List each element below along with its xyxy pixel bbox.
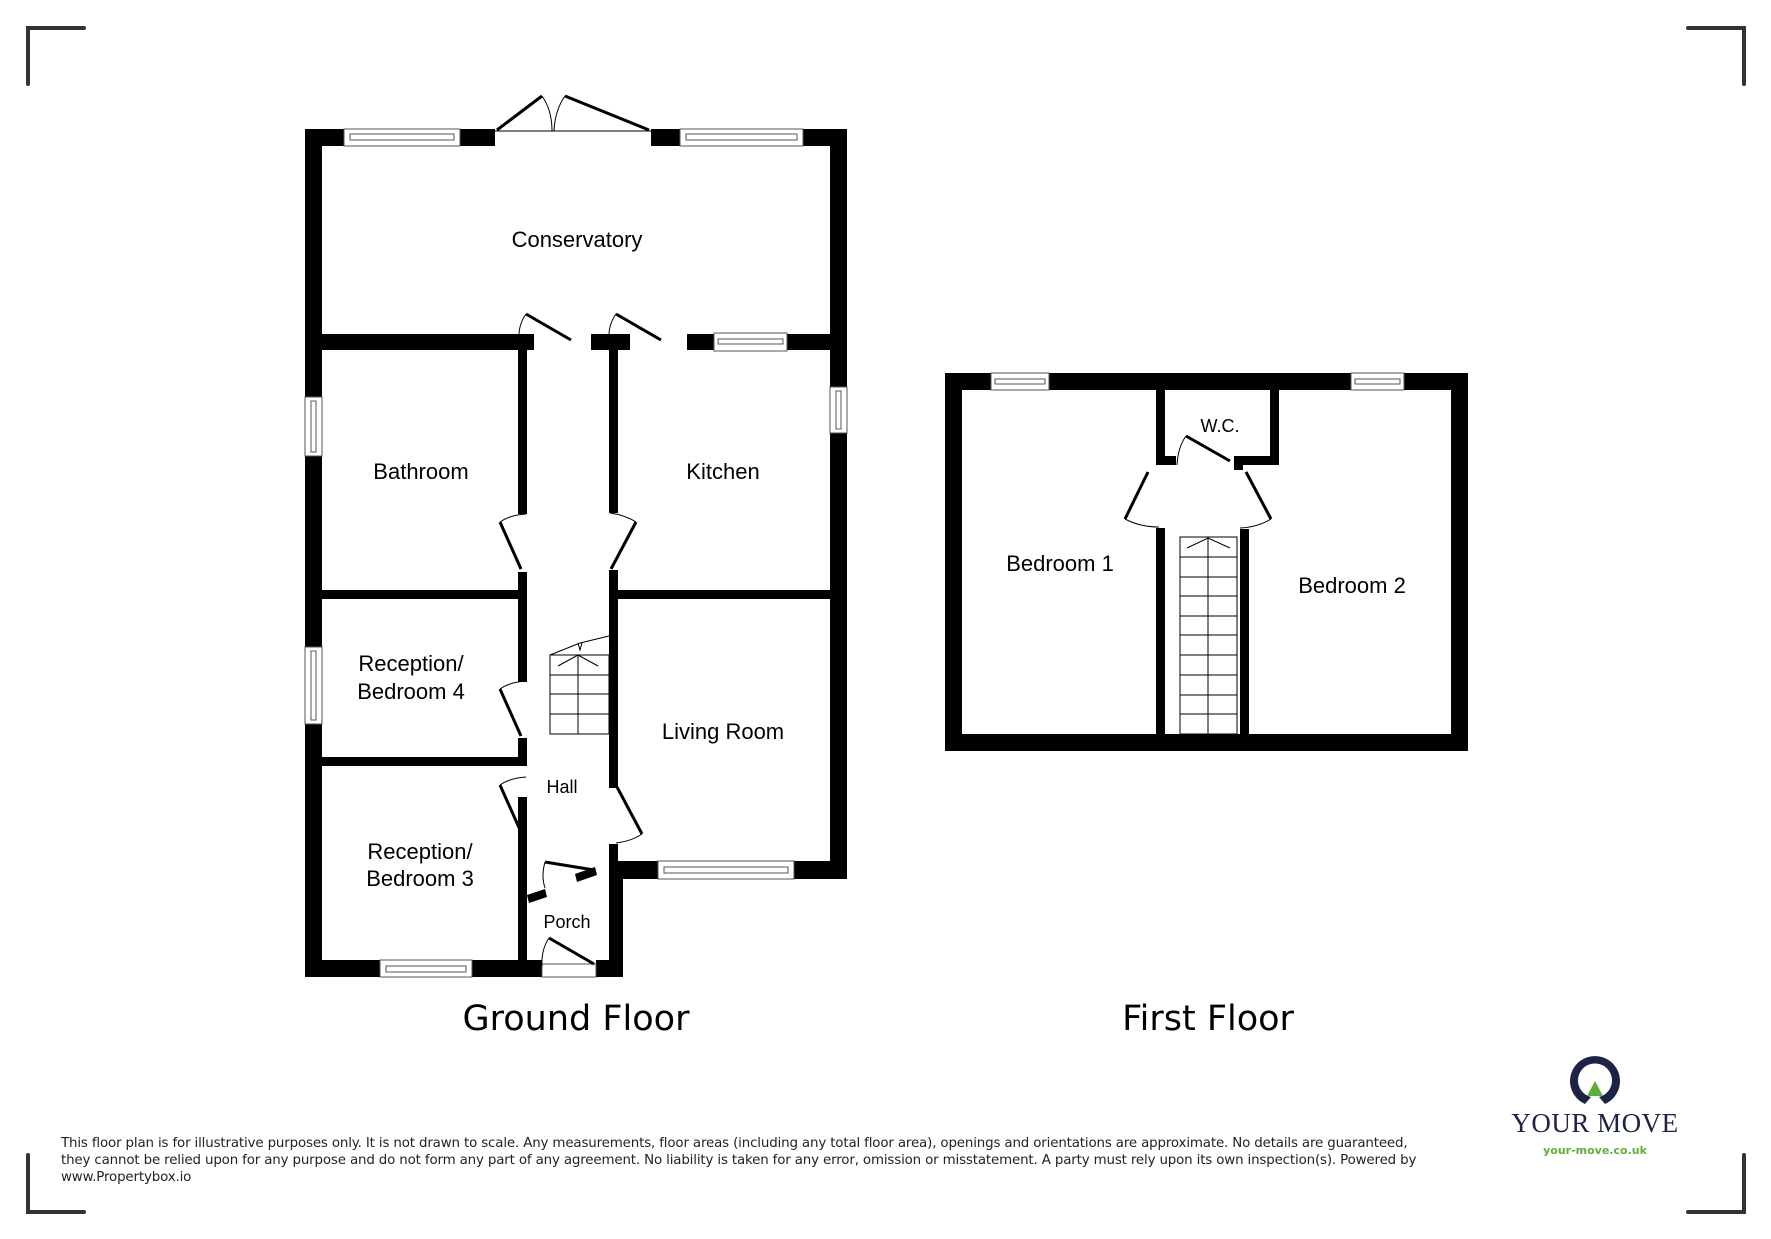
- room-label-bedroom3-line1: Reception/: [367, 839, 473, 864]
- window-kitchen-side: [829, 386, 848, 434]
- wall: [518, 797, 527, 833]
- wall: [945, 373, 1468, 390]
- door-front: [541, 936, 595, 967]
- room-label-bathroom: Bathroom: [373, 459, 468, 484]
- room-label-living-room: Living Room: [662, 719, 784, 744]
- corner-marks: [26, 26, 1746, 1214]
- window-bedroom1: [990, 372, 1050, 391]
- corner-mark-top-right: [1686, 26, 1746, 86]
- door-bedroom4: [498, 680, 527, 737]
- corner-mark-bottom-left: [26, 1153, 86, 1214]
- wall: [1156, 528, 1165, 734]
- wall: [609, 844, 618, 869]
- floor-title-ground: Ground Floor: [463, 999, 691, 1039]
- wall: [518, 832, 527, 977]
- window-conservatory-right: [679, 128, 804, 147]
- room-label-hall: Hall: [546, 777, 577, 797]
- front-door-threshold: [541, 963, 597, 978]
- wall: [1270, 390, 1279, 464]
- room-label-bedroom4-line1: Reception/: [358, 651, 464, 676]
- ground-floor-stairs: [549, 635, 610, 735]
- window-bathroom: [304, 396, 323, 457]
- wall: [1451, 373, 1468, 751]
- wall: [945, 734, 1468, 751]
- room-label-porch: Porch: [543, 912, 590, 932]
- logo-name: YOUR MOVE: [1511, 1108, 1679, 1138]
- room-label-conservatory: Conservatory: [512, 227, 643, 252]
- door-porch-inner: [542, 860, 595, 889]
- wall: [1156, 456, 1176, 465]
- door-bedroom3: [498, 776, 527, 833]
- wall: [1156, 390, 1165, 465]
- wall: [609, 350, 618, 513]
- door-bedroom2: [1239, 471, 1273, 529]
- room-label-kitchen: Kitchen: [686, 459, 759, 484]
- window-bedroom4: [304, 646, 323, 725]
- wall: [1234, 456, 1279, 465]
- wall: [518, 572, 527, 682]
- room-label-bedroom3-line2: Bedroom 3: [366, 866, 474, 891]
- first-floor-doors: [1123, 434, 1273, 529]
- floor-title-first: First Floor: [1122, 999, 1294, 1039]
- first-floor-stairs: [1179, 536, 1238, 735]
- door-wc: [1176, 434, 1231, 466]
- corner-mark-bottom-right: [1686, 1153, 1746, 1214]
- door-kitchen: [609, 512, 638, 570]
- wall: [518, 738, 527, 758]
- wall: [596, 960, 623, 977]
- door-kitchen-conservatory: [608, 312, 662, 342]
- wall: [1240, 529, 1249, 734]
- window-conservatory-left: [343, 128, 461, 147]
- room-label-bedroom2: Bedroom 2: [1298, 573, 1406, 598]
- location-ring-icon: [1570, 1056, 1620, 1104]
- room-label-bedroom1: Bedroom 1: [1006, 551, 1114, 576]
- room-label-wc: W.C.: [1201, 416, 1240, 436]
- wall: [518, 350, 527, 514]
- window-bedroom2: [1350, 372, 1405, 391]
- wall: [945, 373, 962, 751]
- window-bedroom3: [379, 959, 473, 978]
- window-kitchen-top: [713, 332, 788, 352]
- wall: [1234, 456, 1243, 470]
- wall: [305, 334, 534, 350]
- disclaimer-text: This floor plan is for illustrative purp…: [61, 1136, 1417, 1185]
- corner-mark-top-left: [26, 26, 86, 86]
- wall: [305, 757, 527, 766]
- wall: [830, 129, 847, 879]
- wall: [609, 869, 623, 977]
- wall: [527, 889, 547, 903]
- ground-floor-doors: [495, 94, 662, 967]
- door-living-room: [615, 786, 644, 844]
- ground-floor-windows: [304, 128, 848, 978]
- ground-floor-labels: Conservatory Bathroom Kitchen Reception/…: [357, 227, 784, 932]
- your-move-logo: YOUR MOVE your-move.co.uk: [1505, 1054, 1685, 1164]
- door-bedroom1: [1123, 471, 1160, 528]
- first-floor-plan: [945, 373, 1468, 751]
- first-floor-windows: [990, 372, 1405, 391]
- room-label-bedroom4-line2: Bedroom 4: [357, 679, 465, 704]
- wall: [305, 129, 322, 977]
- wall: [591, 334, 630, 350]
- logo-url: your-move.co.uk: [1543, 1144, 1647, 1157]
- door-conservatory-french: [495, 94, 651, 132]
- door-hall-conservatory: [518, 312, 572, 342]
- wall: [609, 590, 847, 599]
- wall: [305, 590, 527, 599]
- wall: [609, 570, 618, 788]
- window-living-room: [657, 860, 795, 880]
- door-bathroom: [498, 513, 527, 570]
- first-floor-labels: W.C. Bedroom 1 Bedroom 2: [1006, 416, 1406, 598]
